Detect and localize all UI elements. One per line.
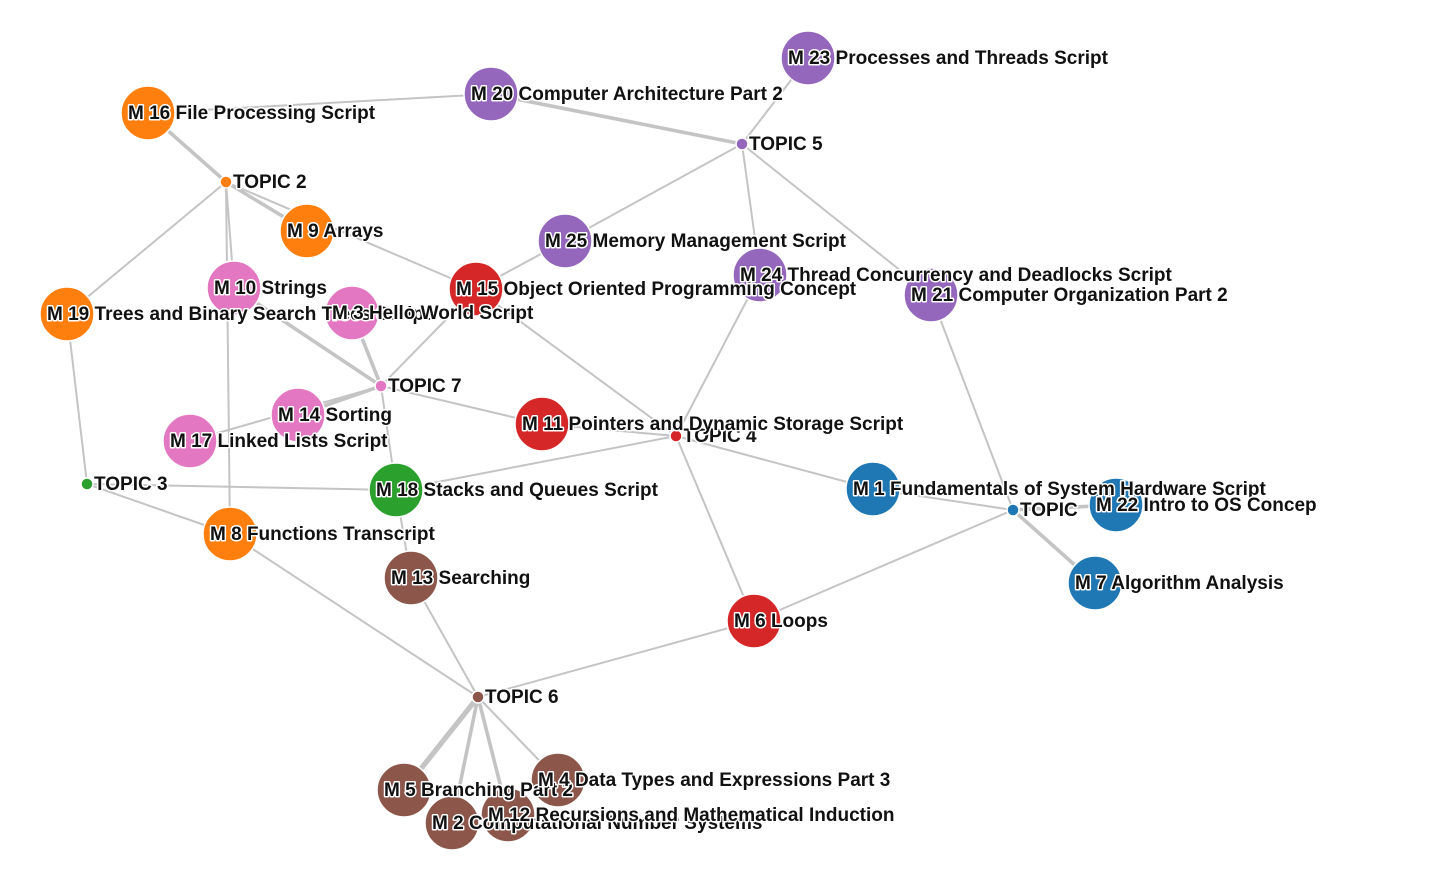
node-label-t2: TOPIC 2 xyxy=(233,172,307,193)
edge-m15-t4 xyxy=(475,288,677,437)
edge-m6-t1 xyxy=(753,509,1014,622)
node-label-m22: M 22 Intro to OS Concep xyxy=(1096,495,1317,516)
node-label-t4: TOPIC 4 xyxy=(683,426,757,447)
node-label-m12: M 12 Recursions and Mathematical Inducti… xyxy=(488,805,894,826)
edge-m1-t4 xyxy=(675,435,874,490)
node-label-m10: M 10 Strings xyxy=(214,278,327,299)
topic-node-t4[interactable] xyxy=(669,429,683,443)
node-label-m25: M 25 Memory Management Script xyxy=(545,231,847,252)
module-node-m13[interactable] xyxy=(383,550,439,606)
module-node-m12[interactable] xyxy=(480,787,536,843)
node-label-t5: TOPIC 5 xyxy=(749,134,823,155)
edge-m16-m20 xyxy=(147,93,492,114)
node-label-m24: M 24 Thread Concurrency and Deadlocks Sc… xyxy=(740,265,1173,286)
labels-layer: TOPIC TOPIC 2 TOPIC 3 TOPIC 4 TOPIC 5 TOPIC 6… xyxy=(46,47,1319,836)
node-label-m4: M 4 Data Types and Expressions Part 3 xyxy=(538,770,890,791)
node-label-m9: M 9 Arrays xyxy=(287,221,383,242)
module-node-m1[interactable] xyxy=(845,461,901,517)
topic-node-t7[interactable] xyxy=(374,379,388,393)
module-node-m18[interactable] xyxy=(368,462,424,518)
module-node-m14[interactable] xyxy=(270,387,326,443)
node-label-m19: M 19 Trees and Binary Search Trees Scrip… xyxy=(47,304,431,325)
edge-m6-t6 xyxy=(477,620,755,698)
node-label-m2: M 2 Computational Number Systems xyxy=(432,813,762,834)
node-label-t7: TOPIC 7 xyxy=(388,376,462,397)
topic-node-t1[interactable] xyxy=(1006,503,1020,517)
module-node-m3[interactable] xyxy=(324,285,380,341)
module-node-m24[interactable] xyxy=(732,247,788,303)
node-label-m5: M 5 Branching Part 2 xyxy=(384,780,573,801)
edge-m24-t4 xyxy=(675,274,761,437)
edge-m19-t3 xyxy=(66,313,88,485)
topic-node-t6[interactable] xyxy=(471,690,485,704)
edge-m15-t2 xyxy=(225,181,477,290)
node-label-m3: M 3 Hello World Script xyxy=(332,303,534,324)
module-node-m22[interactable] xyxy=(1088,477,1144,533)
node-label-m8: M 8 Functions Transcript xyxy=(210,524,436,545)
nodes-layer xyxy=(39,30,1144,851)
module-node-m4[interactable] xyxy=(530,752,586,808)
module-node-m7[interactable] xyxy=(1067,555,1123,611)
edge-m21-t5 xyxy=(741,143,932,296)
module-node-m10[interactable] xyxy=(206,260,262,316)
module-node-m20[interactable] xyxy=(463,66,519,122)
node-label-m6: M 6 Loops xyxy=(734,611,828,632)
module-node-m5[interactable] xyxy=(376,762,432,818)
edge-m6-t4 xyxy=(675,435,755,622)
module-node-m15[interactable] xyxy=(448,261,504,317)
module-node-m2[interactable] xyxy=(424,795,480,851)
node-label-m23: M 23 Processes and Threads Script xyxy=(788,48,1109,69)
topic-node-t3[interactable] xyxy=(80,477,94,491)
edges-layer xyxy=(66,57,1118,825)
module-node-m23[interactable] xyxy=(780,30,836,86)
node-label-m15: M 15 Object Oriented Programming Concept xyxy=(456,279,857,300)
node-label-m11: M 11 Pointers and Dynamic Storage Script xyxy=(522,414,904,435)
edge-m10-t7 xyxy=(232,286,383,388)
node-label-t3: TOPIC 3 xyxy=(94,474,168,495)
module-node-m6[interactable] xyxy=(726,593,782,649)
node-label-m18: M 18 Stacks and Queues Script xyxy=(376,480,659,501)
edge-m25-t5 xyxy=(564,143,743,242)
module-node-m8[interactable] xyxy=(202,506,258,562)
edge-m21-t1 xyxy=(930,294,1014,511)
edge-m18-t3 xyxy=(86,483,397,491)
node-label-m14: M 14 Sorting xyxy=(278,405,392,426)
edge-m19-t2 xyxy=(66,181,227,315)
node-label-m13: M 13 Searching xyxy=(391,568,530,589)
module-node-m19[interactable] xyxy=(39,286,95,342)
module-node-m16[interactable] xyxy=(120,85,176,141)
node-label-m16: M 16 File Processing Script xyxy=(128,103,376,124)
topic-node-t2[interactable] xyxy=(219,175,233,189)
edge-m20-t5 xyxy=(489,92,744,146)
module-node-m21[interactable] xyxy=(903,267,959,323)
module-node-m11[interactable] xyxy=(514,396,570,452)
module-node-m17[interactable] xyxy=(162,413,218,469)
node-label-t6: TOPIC 6 xyxy=(485,687,559,708)
node-label-t1: TOPIC xyxy=(1020,500,1078,521)
node-label-m21: M 21 Computer Organization Part 2 xyxy=(911,285,1228,306)
module-node-m9[interactable] xyxy=(279,203,335,259)
topic-node-t5[interactable] xyxy=(735,137,749,151)
edge-m8-t6 xyxy=(229,533,479,698)
node-label-m1: M 1 Fundamentals of System Hardware Scri… xyxy=(853,479,1267,500)
module-node-m25[interactable] xyxy=(537,213,593,269)
node-label-m17: M 17 Linked Lists Script xyxy=(170,431,388,452)
node-label-m20: M 20 Computer Architecture Part 2 xyxy=(471,84,783,105)
edge-m18-t4 xyxy=(395,435,677,491)
node-label-m7: M 7 Algorithm Analysis xyxy=(1075,573,1284,594)
edge-m8-t2 xyxy=(225,181,231,535)
